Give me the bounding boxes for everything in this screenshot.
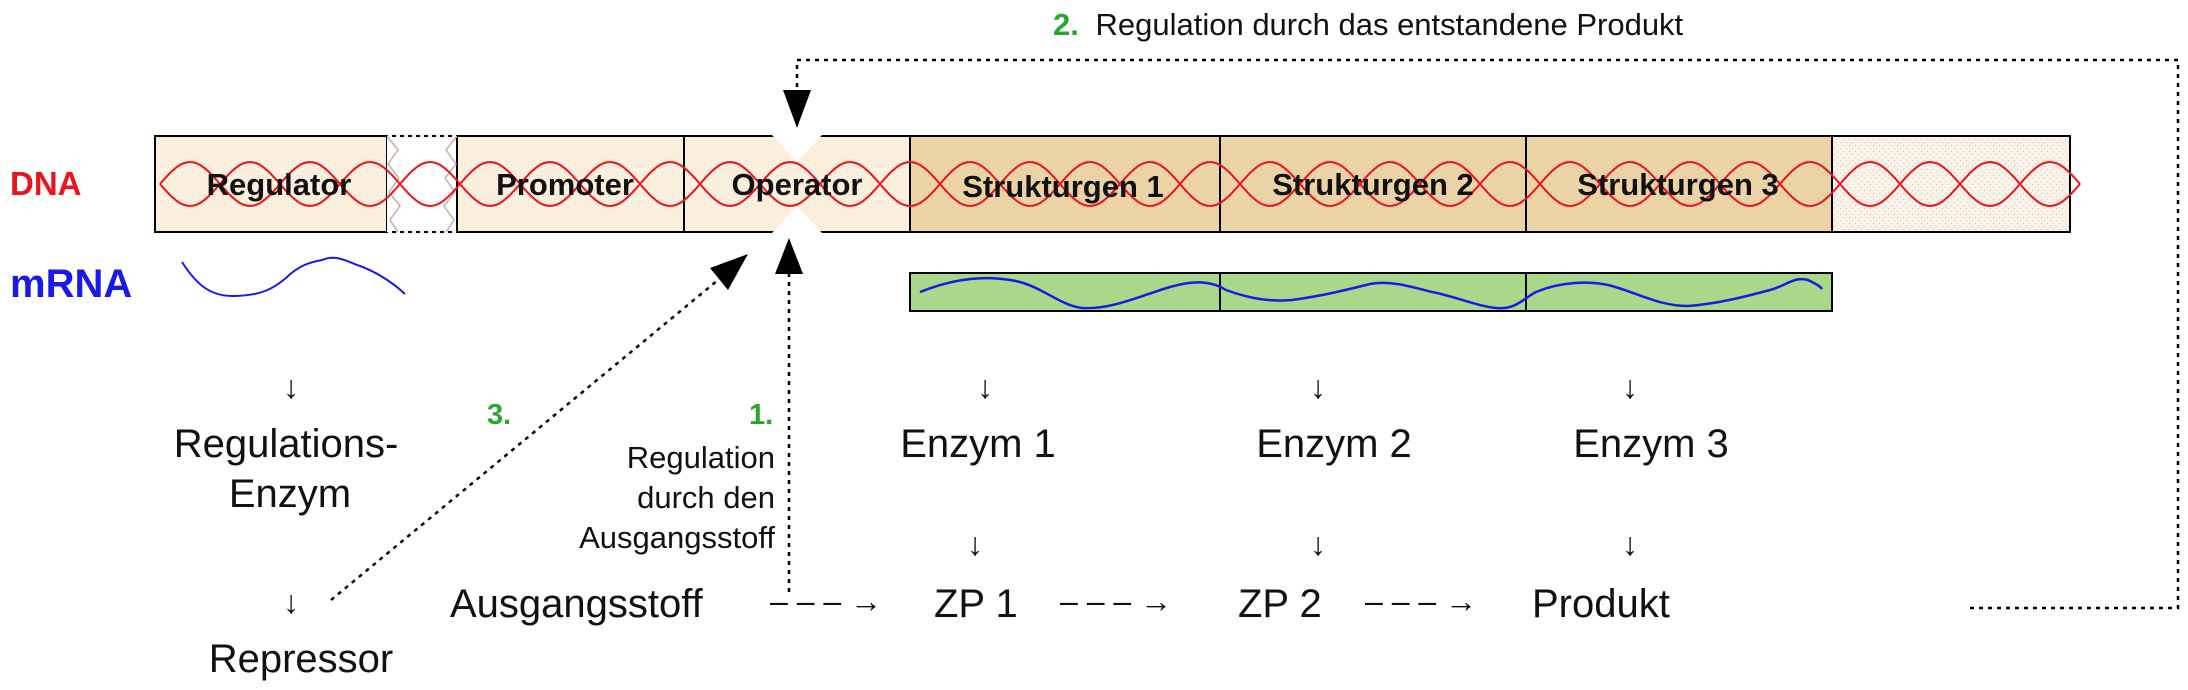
segment-tail <box>1831 135 2071 233</box>
intermediate-1-label: ZP 1 <box>934 582 1018 626</box>
intermediate-2-label: ZP 2 <box>1238 582 1322 626</box>
segment-promoter <box>456 135 685 233</box>
gene-mrna-strand <box>919 276 1824 310</box>
gap-tear-right <box>443 135 458 233</box>
enzyme-3-label: Enzym 3 <box>1573 422 1729 466</box>
segment-gene-1 <box>909 135 1221 233</box>
pathway-arrow-3: – – – → <box>1365 583 1477 619</box>
down-arrow-enzyme-1: ↓ <box>967 526 983 562</box>
substrate-label: Ausgangsstoff <box>450 582 704 626</box>
regulation-1-line-1: Regulation <box>627 440 775 475</box>
regulation-1-line-3: Ausgangsstoff <box>579 520 775 555</box>
down-arrow-repressor: ↓ <box>283 584 299 620</box>
down-arrow-enzyme-3: ↓ <box>1622 526 1638 562</box>
mrna-label: mRNA <box>10 262 132 306</box>
repressor-binding-arrowhead <box>710 254 748 290</box>
down-arrow-regulator: ↓ <box>283 369 299 405</box>
segment-gene-2 <box>1219 135 1527 233</box>
regulation-1-line-2: durch den <box>637 480 775 515</box>
gap-tear-left <box>386 135 401 233</box>
segment-gap <box>387 136 457 232</box>
down-arrow-enzyme-2: ↓ <box>1310 526 1326 562</box>
pathway-arrow-2: – – – → <box>1060 583 1172 619</box>
regulation-1-number: 1. <box>749 399 773 431</box>
operator-notch-bottom <box>772 206 822 233</box>
segment-regulator <box>154 135 388 233</box>
enzyme-2-label: Enzym 2 <box>1256 422 1412 466</box>
dna-strand-b <box>159 161 2081 207</box>
label-regulator: Regulator <box>207 167 352 202</box>
label-gene-1: Strukturgen 1 <box>962 169 1164 204</box>
regulation-2-number: 2. <box>1053 7 1079 42</box>
dna-label: DNA <box>10 165 82 202</box>
regulation-3-number: 3. <box>487 399 511 431</box>
down-arrow-gene-1: ↓ <box>977 369 993 405</box>
regulation-2-text: Regulation durch das entstandene Produkt <box>1095 7 1683 42</box>
regulation-enzyme-line-1: Regulations- <box>174 422 399 466</box>
enzyme-1-label: Enzym 1 <box>900 422 1056 466</box>
regulation-enzyme-line-2: Enzym <box>229 472 351 516</box>
label-gene-2: Strukturgen 2 <box>1272 167 1474 202</box>
substrate-feedback-arrowhead <box>775 238 803 274</box>
product-feedback-line <box>795 58 2180 610</box>
operator-notch-top <box>772 135 822 162</box>
label-promoter: Promoter <box>496 167 634 202</box>
product-feedback-arrowhead <box>783 90 811 128</box>
pathway-arrow-1: – – – → <box>770 583 882 619</box>
down-arrow-gene-2: ↓ <box>1310 369 1326 405</box>
dna-bar <box>154 135 2071 233</box>
label-operator: Operator <box>732 167 863 202</box>
label-gene-3: Strukturgen 3 <box>1577 167 1779 202</box>
regulation-2-title: 2. Regulation durch das entstandene Prod… <box>1053 7 1684 42</box>
product-label: Produkt <box>1532 582 1670 626</box>
repressor-binding-line <box>330 279 719 601</box>
regulator-mrna-strand <box>181 256 406 298</box>
down-arrow-gene-3: ↓ <box>1622 369 1638 405</box>
dna-double-strand <box>159 161 2081 207</box>
repressor-label: Repressor <box>209 637 394 681</box>
